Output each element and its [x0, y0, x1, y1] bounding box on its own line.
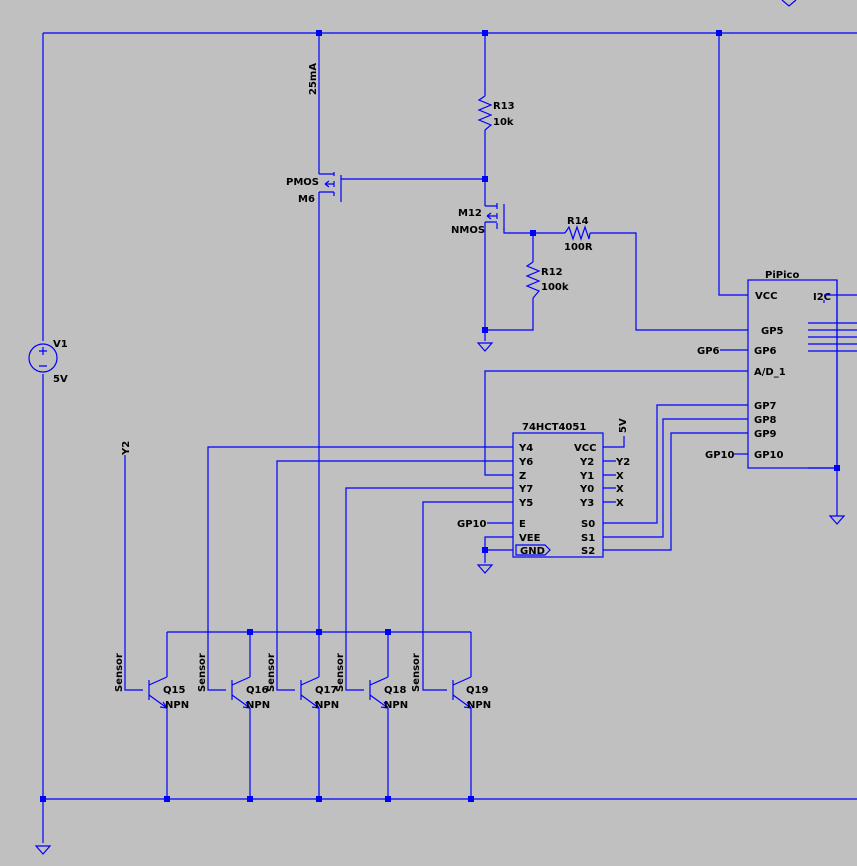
nmos-icon [485, 203, 505, 230]
npn-icon [148, 676, 168, 709]
ground-icon [476, 564, 494, 574]
npn-icon [231, 676, 251, 709]
mux-pin-y1: Y1 [579, 471, 594, 482]
pico-pin-gp7: GP7 [754, 401, 777, 412]
pico-pin-gp6: GP6 [754, 346, 777, 357]
pico-pin-gp10: GP10 [754, 450, 783, 461]
r14-value: 100R [564, 242, 593, 253]
r12-name: R12 [541, 267, 563, 278]
transistor-q17: Sensor Q17 NPN [266, 653, 339, 711]
pmos-icon [319, 172, 342, 202]
sensor-label: Sensor [114, 653, 125, 692]
transistor-q18: Sensor Q18 NPN [335, 653, 408, 711]
m6-name: M6 [298, 194, 315, 205]
mux-net-x: X [616, 471, 624, 482]
ground-symbols [34, 0, 846, 855]
pipico-name: PiPico [765, 270, 799, 281]
gp10-net-label: GP10 [705, 450, 734, 461]
pico-pin-gp9: GP9 [754, 429, 777, 440]
voltage-source-v1: V1 5V [28, 339, 68, 385]
mux-pin-e: E [519, 519, 526, 530]
npn-icon [369, 676, 389, 709]
transistor-q19: Sensor Q19 NPN [411, 653, 491, 711]
r13-name: R13 [493, 101, 515, 112]
pipico-module: PiPico VCC GP5 GP6 A/D_1 GP7 GP8 GP9 GP1… [697, 270, 857, 469]
mux-pin-s0: S0 [581, 519, 595, 530]
npn-icon [452, 676, 472, 709]
v1-name: V1 [53, 339, 68, 350]
resistor-icon [525, 261, 541, 299]
pico-pin-gp8: GP8 [754, 415, 777, 426]
mux-pin-y4: Y4 [518, 443, 533, 454]
v1-value: 5V [53, 374, 68, 385]
resistor-r12: R12 100k [525, 261, 569, 299]
sensor-label: Sensor [266, 653, 277, 692]
mux-pin-y5: Y5 [518, 498, 533, 509]
mux-74hct4051: 74HCT4051 5V Y4 Y6 Z Y7 Y5 E VEE GND VCC… [457, 418, 630, 558]
gnd-port-icon [515, 544, 551, 556]
mux-pin-s2: S2 [581, 546, 595, 557]
mux-name: 74HCT4051 [522, 422, 586, 433]
q15-name: Q15 [163, 685, 185, 696]
pico-pin-gp5: GP5 [761, 326, 784, 337]
transistor-m12: M12 NMOS [451, 203, 505, 236]
q19-name: Q19 [466, 685, 488, 696]
q17-name: Q17 [315, 685, 337, 696]
transistor-m6: PMOS M6 [286, 172, 342, 205]
sensor-label: Sensor [411, 653, 422, 692]
mux-pin-y0: Y0 [579, 484, 594, 495]
junctions [40, 30, 840, 802]
sensor-label: Sensor [335, 653, 346, 692]
mux-net-y2: Y2 [615, 457, 630, 468]
m12-type: NMOS [451, 225, 485, 236]
q18-type: NPN [384, 700, 408, 711]
y2-net-label: Y2 [121, 441, 132, 456]
mux-pin-vcc: VCC [574, 443, 596, 454]
current-label: 25mA [308, 63, 319, 95]
npn-icon [300, 676, 320, 709]
mux-net-x: X [616, 484, 624, 495]
mux-e-net: GP10 [457, 519, 486, 530]
pico-pin-vcc: VCC [755, 291, 777, 302]
q16-name: Q16 [246, 685, 268, 696]
mux-pin-gnd: GND [520, 546, 545, 557]
ground-icon [828, 515, 846, 525]
mux-pin-vee: VEE [519, 533, 541, 544]
q16-type: NPN [246, 700, 270, 711]
r12-value: 100k [541, 282, 569, 293]
flag-icon [781, 0, 797, 7]
mux-pin-y3: Y3 [579, 498, 594, 509]
resistor-icon [564, 225, 591, 241]
ground-icon [34, 845, 52, 855]
sensor-label: Sensor [197, 653, 208, 692]
wires [42, 32, 857, 843]
r14-name: R14 [567, 216, 589, 227]
mux-vcc-net: 5V [618, 418, 629, 433]
mux-pin-y7: Y7 [518, 484, 533, 495]
transistor-q15: Sensor Q15 NPN [114, 653, 189, 711]
mux-pin-s1: S1 [581, 533, 595, 544]
gp6-net-label: GP6 [697, 346, 720, 357]
resistor-icon [477, 95, 493, 131]
m6-type: PMOS [286, 177, 319, 188]
r13-value: 10k [493, 117, 514, 128]
q19-type: NPN [467, 700, 491, 711]
q18-name: Q18 [384, 685, 406, 696]
pico-pin-ad1: A/D_1 [754, 367, 786, 378]
ground-icon [476, 342, 494, 352]
q17-type: NPN [315, 700, 339, 711]
m12-name: M12 [458, 208, 482, 219]
mux-net-x: X [616, 498, 624, 509]
q15-type: NPN [165, 700, 189, 711]
mux-pin-y2: Y2 [579, 457, 594, 468]
resistor-r13: R13 10k [477, 95, 515, 131]
mux-pin-y6: Y6 [518, 457, 533, 468]
resistor-r14: R14 100R [564, 216, 593, 253]
pico-i2c: I2C [813, 292, 831, 303]
mux-pin-z: Z [519, 471, 526, 482]
transistor-q16: Sensor Q16 NPN [197, 653, 270, 711]
voltage-source-icon [28, 343, 58, 373]
